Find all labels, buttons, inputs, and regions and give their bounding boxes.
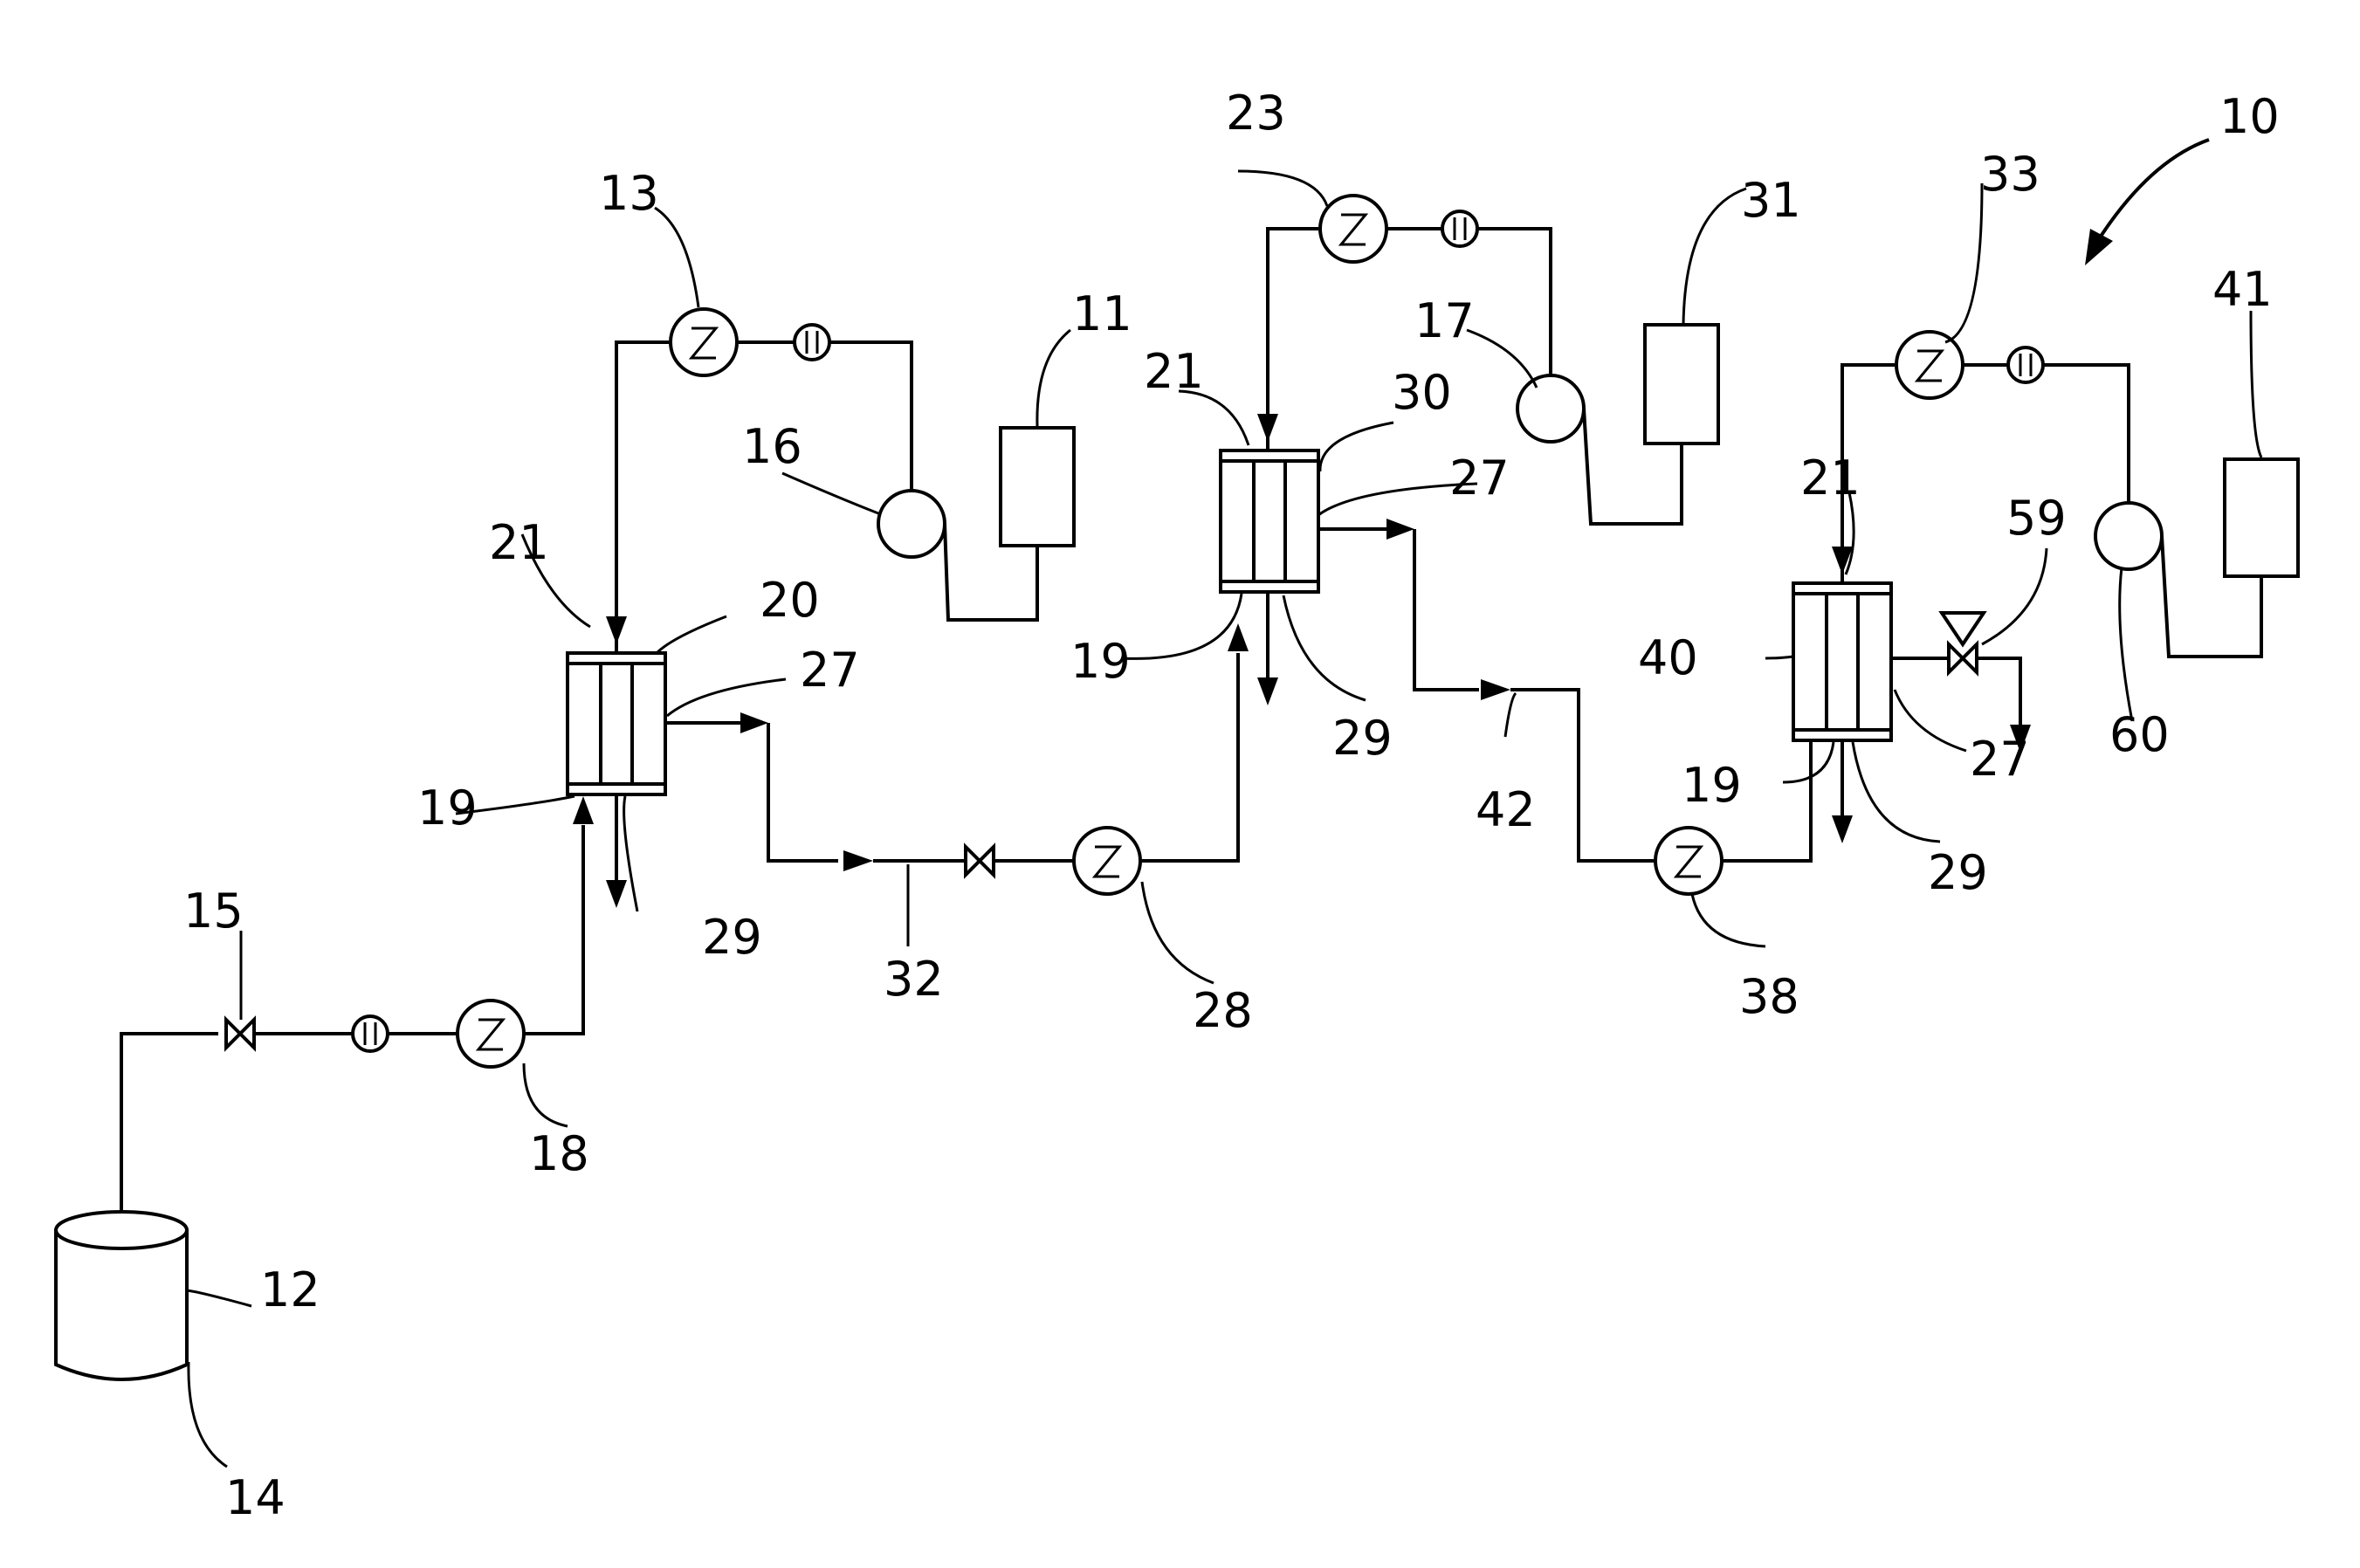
system-pointer-10 xyxy=(2085,140,2209,265)
label-21c: 21 xyxy=(1800,450,1861,505)
label-17: 17 xyxy=(1414,293,1475,348)
label-60: 60 xyxy=(2109,707,2170,762)
pump-17 xyxy=(1517,375,1584,442)
label-31: 31 xyxy=(1741,173,1801,228)
label-42: 42 xyxy=(1476,782,1536,837)
label-23: 23 xyxy=(1226,86,1286,141)
label-41: 41 xyxy=(2212,262,2273,317)
chemical-tank-31 xyxy=(1645,325,1718,444)
label-12: 12 xyxy=(260,1262,320,1317)
pump-13 xyxy=(671,309,737,375)
label-30: 30 xyxy=(1392,365,1452,420)
flow-meter-feed xyxy=(353,1016,388,1051)
label-19c: 19 xyxy=(1682,758,1742,813)
membrane-module-40 xyxy=(1793,583,1891,740)
label-19a: 19 xyxy=(417,781,478,836)
valve-59 xyxy=(1942,613,1984,672)
label-20: 20 xyxy=(760,573,820,628)
drain-arrow-20 xyxy=(606,880,627,908)
pump-23 xyxy=(1320,196,1386,262)
outlet-arrow-20 xyxy=(740,712,768,733)
feed-tank-12 xyxy=(56,1212,187,1379)
label-29c: 29 xyxy=(1928,845,1988,900)
label-28: 28 xyxy=(1193,983,1253,1038)
dosing-arrow-20 xyxy=(606,616,627,644)
line-32-arrow xyxy=(843,850,873,871)
label-29a: 29 xyxy=(702,910,762,965)
line-42-arrow xyxy=(1481,679,1510,700)
label-33: 33 xyxy=(1980,147,2040,202)
label-27a: 27 xyxy=(800,643,860,698)
outlet-arrow-30 xyxy=(1386,519,1414,540)
label-32: 32 xyxy=(884,952,944,1007)
drain-arrow-40 xyxy=(1832,815,1853,843)
flow-meter-23 xyxy=(1442,211,1477,246)
flow-meter-33 xyxy=(2008,347,2043,382)
label-14: 14 xyxy=(225,1470,286,1525)
inlet-arrow-30 xyxy=(1228,623,1249,651)
label-21a: 21 xyxy=(489,515,549,570)
label-40: 40 xyxy=(1638,630,1698,685)
label-27b: 27 xyxy=(1449,450,1510,505)
pump-18 xyxy=(458,1001,524,1067)
membrane-module-20 xyxy=(568,653,665,794)
feed-arrow-up xyxy=(573,796,594,824)
label-11: 11 xyxy=(1072,286,1132,341)
label-38: 38 xyxy=(1739,969,1799,1024)
pump-60 xyxy=(2095,503,2162,569)
label-18: 18 xyxy=(529,1126,589,1181)
chemical-tank-11 xyxy=(1001,428,1074,546)
feed-line xyxy=(121,1034,218,1212)
label-29b: 29 xyxy=(1332,711,1393,766)
dosing-arrow-30 xyxy=(1257,414,1278,442)
pump-38 xyxy=(1655,828,1722,894)
label-27c: 27 xyxy=(1970,732,2030,787)
reference-numerals: 10 11 12 13 14 15 16 17 18 19 19 19 20 2… xyxy=(183,86,2280,1525)
pump-16 xyxy=(878,491,945,557)
drain-arrow-30 xyxy=(1257,677,1278,705)
pump-28 xyxy=(1074,828,1140,894)
membrane-module-30 xyxy=(1221,450,1318,592)
label-19b: 19 xyxy=(1070,634,1131,689)
pump-33 xyxy=(1896,332,1963,398)
flow-meter-13 xyxy=(795,325,829,360)
label-59: 59 xyxy=(2006,491,2067,546)
valve-line-32 xyxy=(966,847,994,875)
chemical-tank-41 xyxy=(2225,459,2298,576)
label-16: 16 xyxy=(742,419,802,474)
label-21b: 21 xyxy=(1144,344,1204,399)
label-15: 15 xyxy=(183,884,244,939)
label-13: 13 xyxy=(599,166,659,221)
valve-15 xyxy=(226,1020,254,1048)
label-10: 10 xyxy=(2219,89,2280,144)
